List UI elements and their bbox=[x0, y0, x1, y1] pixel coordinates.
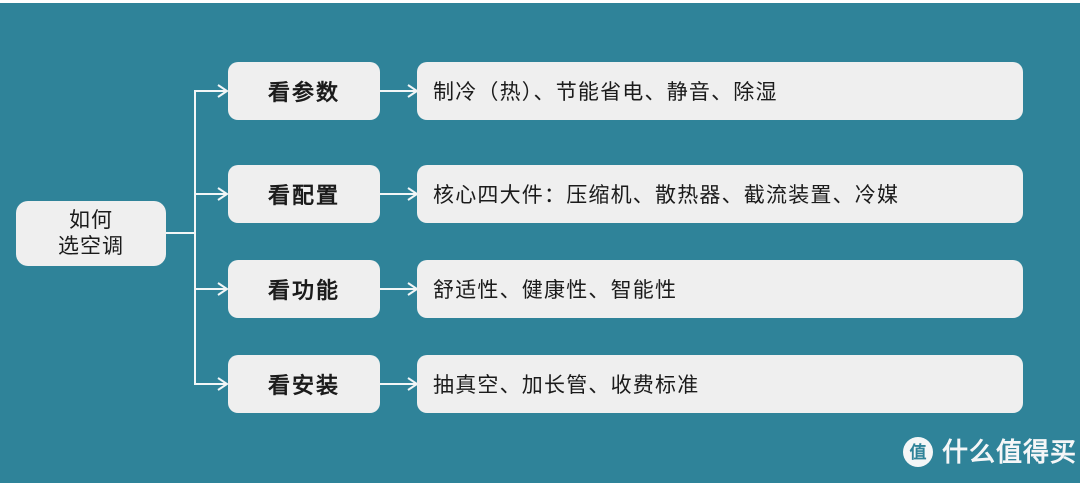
root-node-label-line1: 如何 bbox=[69, 208, 113, 232]
watermark-label: 什么值得买 bbox=[942, 437, 1078, 467]
spine-arrow-row-3 bbox=[194, 377, 229, 391]
spine-arrow-row-2 bbox=[194, 282, 229, 296]
detail-arrow-row-3 bbox=[380, 377, 419, 391]
branch-node-1[interactable]: 看配置 bbox=[228, 165, 380, 223]
detail-node-3-text: 抽真空、加长管、收费标准 bbox=[433, 373, 700, 397]
spine-arrow-row-0 bbox=[194, 84, 229, 98]
smzdm-logo-icon: 值 bbox=[903, 437, 933, 467]
branch-node-0[interactable]: 看参数 bbox=[228, 62, 380, 120]
detail-node-3[interactable]: 抽真空、加长管、收费标准 bbox=[417, 355, 1023, 413]
top-edge-strip bbox=[0, 0, 1080, 3]
root-node[interactable]: 如何 选空调 bbox=[16, 201, 166, 266]
branch-node-1-label: 看配置 bbox=[267, 183, 340, 208]
branch-node-2[interactable]: 看功能 bbox=[228, 260, 380, 318]
watermark: 值 什么值得买 bbox=[903, 437, 1077, 467]
detail-node-1-text: 核心四大件：压缩机、散热器、截流装置、冷媒 bbox=[433, 183, 900, 207]
detail-node-0-text: 制冷（热）、节能省电、静音、除湿 bbox=[433, 80, 778, 104]
detail-arrow-row-0 bbox=[380, 84, 419, 98]
detail-node-2-text: 舒适性、健康性、智能性 bbox=[433, 278, 678, 302]
branch-node-0-label: 看参数 bbox=[267, 80, 340, 105]
detail-node-2[interactable]: 舒适性、健康性、智能性 bbox=[417, 260, 1023, 318]
root-connector-stub bbox=[166, 232, 195, 234]
spine-arrow-row-1 bbox=[194, 187, 229, 201]
branch-spine bbox=[194, 91, 196, 384]
branch-node-3-label: 看安装 bbox=[267, 373, 340, 398]
detail-node-0[interactable]: 制冷（热）、节能省电、静音、除湿 bbox=[417, 62, 1023, 120]
branch-node-3[interactable]: 看安装 bbox=[228, 355, 380, 413]
detail-node-1[interactable]: 核心四大件：压缩机、散热器、截流装置、冷媒 bbox=[417, 165, 1023, 223]
root-node-label: 如何 选空调 bbox=[58, 208, 124, 259]
detail-arrow-row-2 bbox=[380, 282, 419, 296]
root-node-label-line2: 选空调 bbox=[58, 234, 124, 258]
branch-node-2-label: 看功能 bbox=[267, 278, 340, 303]
detail-arrow-row-1 bbox=[380, 187, 419, 201]
